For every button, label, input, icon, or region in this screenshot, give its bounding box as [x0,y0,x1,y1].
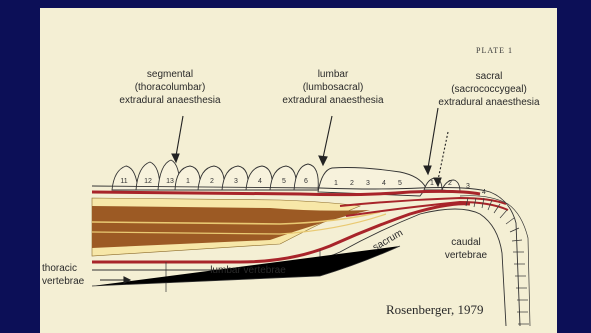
sacral-label-line2: (sacrococcygeal) [424,83,554,96]
caudal-number-4: 4 [482,189,486,196]
thoracic-vertebrae-processes [112,160,180,190]
segmental-label-line2: (thoracolumbar) [100,81,240,94]
lumbar-number-4: 4 [258,178,262,185]
thoracic-number-12: 12 [144,178,152,185]
sacral-label-line1: sacral [424,70,554,83]
thoracic-number-11: 11 [120,178,127,185]
segmental-label: segmental (thoracolumbar) extradural ana… [100,68,240,107]
lumbar-vertebrae-label: lumbar vertebrae [188,264,308,277]
caudal-number-1: 1 [430,180,434,187]
lumbar-vertebrae-processes [175,164,318,190]
thoracic-label-line2: vertebrae [42,275,94,288]
lumbar-number-1: 1 [186,178,190,185]
lumbar-number-5: 5 [282,178,286,185]
caudal-label-line2: vertebrae [436,249,496,262]
caudal-label-line1: caudal [436,236,496,249]
sacral-number-1: 1 [334,180,338,187]
thoracic-vertebrae-label: thoracic vertebrae [42,262,94,288]
thoracic-label-line1: thoracic [42,262,94,275]
spine-diagram: 11 12 13 1 2 3 4 5 6 1 2 3 4 5 1 2 [40,8,557,333]
lumbar-label-line1: lumbar [258,68,408,81]
lumbar-number-6: 6 [304,178,308,185]
caudal-number-2: 2 [448,180,452,187]
sacral-number-2: 2 [350,180,354,187]
sacral-number-5: 5 [398,180,402,187]
cauda-root-1 [340,198,506,206]
lumbar-label: lumbar (lumbosacral) extradural anaesthe… [258,68,408,107]
citation-credit: Rosenberger, 1979 [386,302,483,318]
lumbar-label-line2: (lumbosacral) [258,81,408,94]
spinal-cord [92,206,370,248]
sacral-label-line3: extradural anaesthesia [424,96,554,109]
sacral-number-4: 4 [382,180,386,187]
lumbar-number-3: 3 [234,178,238,185]
lumbar-number-2: 2 [210,178,214,185]
caudal-number-3: 3 [466,183,470,190]
segmental-label-line3: extradural anaesthesia [100,94,240,107]
segmental-label-line1: segmental [100,68,240,81]
lumbar-label-line3: extradural anaesthesia [258,94,408,107]
thoracic-number-13: 13 [166,178,174,185]
sacral-label: sacral (sacrococcygeal) extradural anaes… [424,70,554,109]
plate-figure: PLATE 1 [40,8,557,333]
sacral-number-3: 3 [366,180,370,187]
caudal-vertebrae-label: caudal vertebrae [436,236,496,262]
